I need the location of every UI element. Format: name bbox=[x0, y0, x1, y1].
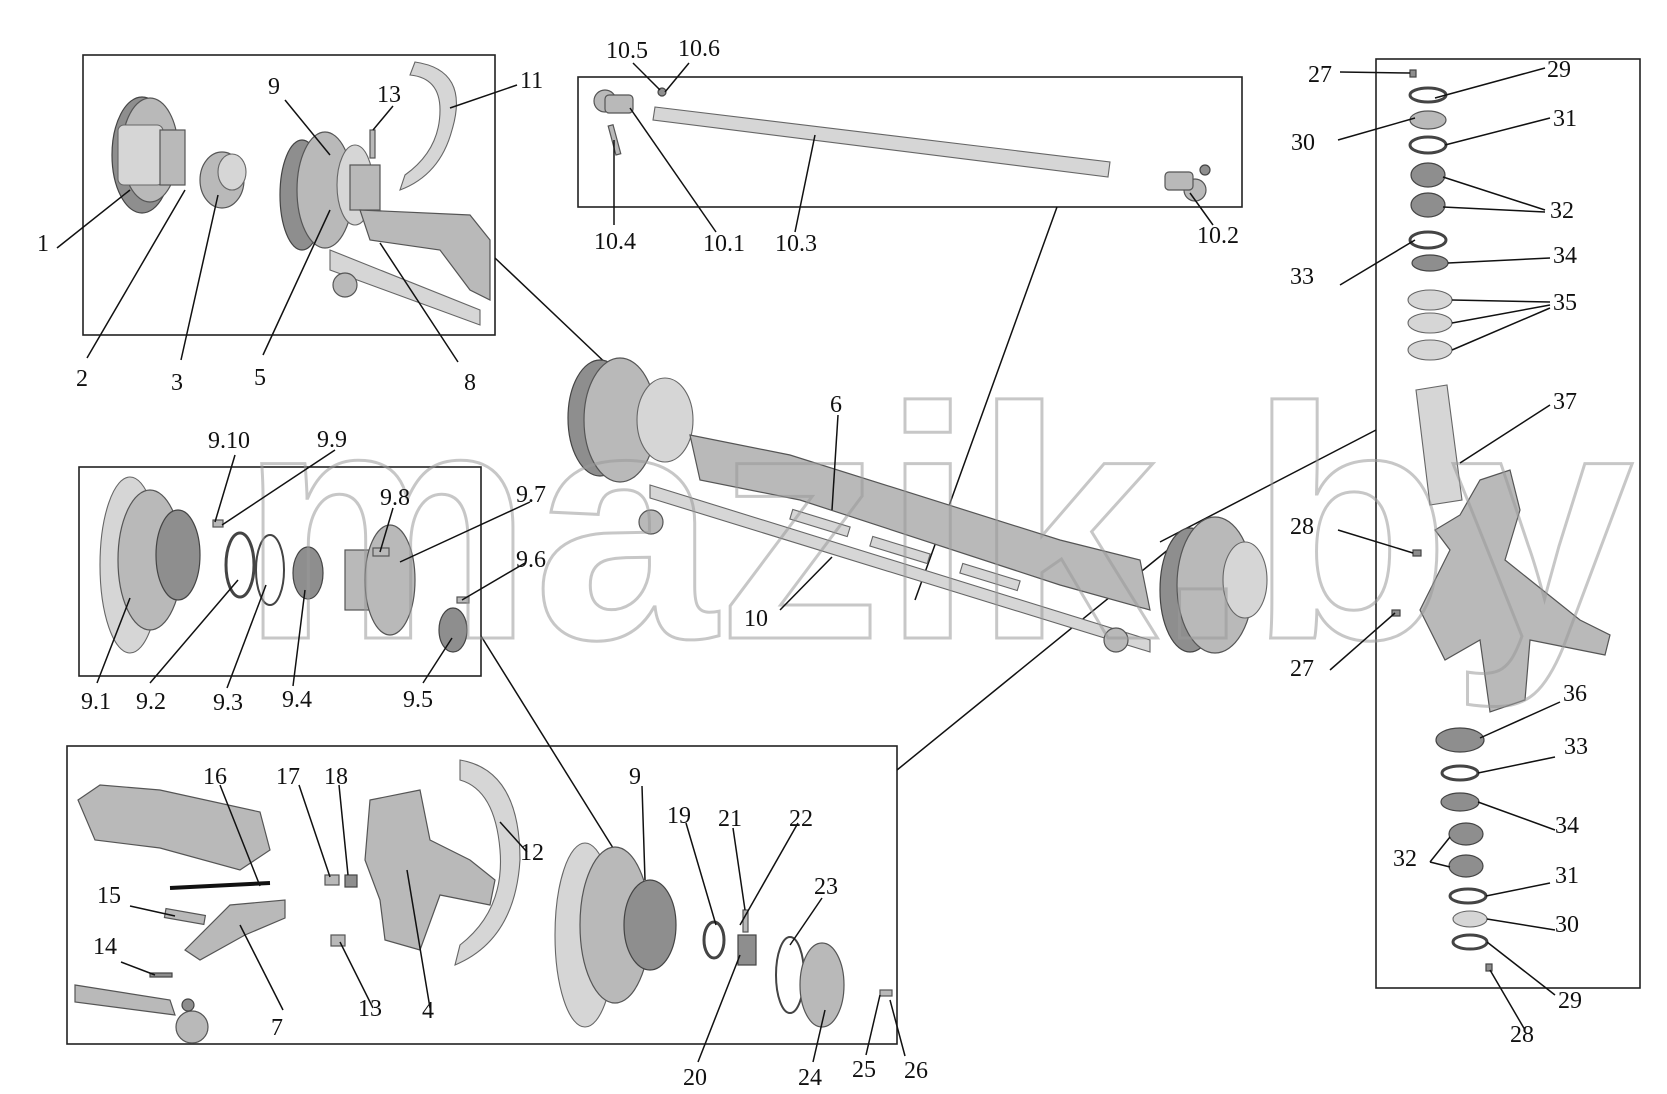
callout-13-bottom: 13 bbox=[358, 996, 382, 1022]
brake-chamber-drawing bbox=[199, 151, 247, 209]
callout-31-top: 31 bbox=[1553, 106, 1577, 132]
callout-9: 9 bbox=[268, 74, 280, 100]
callout-10.4: 10.4 bbox=[594, 229, 636, 255]
dust-shield-drawing bbox=[399, 61, 457, 191]
top-left-box bbox=[82, 54, 496, 336]
callout-10.6: 10.6 bbox=[678, 36, 720, 62]
callout-18: 18 bbox=[324, 764, 348, 790]
callout-29-bottom: 29 bbox=[1558, 988, 1582, 1014]
callout-28-bottom: 28 bbox=[1510, 1022, 1534, 1048]
callout-9.10: 9.10 bbox=[208, 428, 250, 454]
callout-36: 36 bbox=[1563, 681, 1587, 707]
callout-9.1: 9.1 bbox=[81, 689, 111, 715]
leader-lines bbox=[56, 62, 1561, 1063]
hub-with-drum-drawing bbox=[279, 131, 381, 251]
callout-19: 19 bbox=[667, 803, 691, 829]
hub-exploded-drawing bbox=[99, 476, 470, 654]
hub-box bbox=[78, 466, 482, 677]
callout-26: 26 bbox=[904, 1058, 928, 1084]
callout-12: 12 bbox=[520, 840, 544, 866]
callout-32-bottom: 32 bbox=[1393, 846, 1417, 872]
callout-34-top: 34 bbox=[1553, 243, 1577, 269]
callout-5: 5 bbox=[254, 365, 266, 391]
callout-10.2: 10.2 bbox=[1197, 223, 1239, 249]
callout-28-mid: 28 bbox=[1290, 514, 1314, 540]
bottom-box bbox=[66, 745, 898, 1045]
callout-2: 2 bbox=[76, 366, 88, 392]
callout-11: 11 bbox=[520, 68, 543, 94]
tie-rod-box bbox=[577, 76, 1243, 208]
callout-14: 14 bbox=[93, 934, 117, 960]
front-axle-assembly-drawing bbox=[567, 357, 1268, 654]
callout-9.3: 9.3 bbox=[213, 690, 243, 716]
callout-21: 21 bbox=[718, 806, 742, 832]
callout-29-top: 29 bbox=[1547, 57, 1571, 83]
callout-22: 22 bbox=[789, 806, 813, 832]
callout-6: 6 bbox=[830, 392, 842, 418]
axle-beam-end-drawing bbox=[329, 209, 491, 326]
callout-9.4: 9.4 bbox=[282, 687, 312, 713]
callout-13: 13 bbox=[377, 82, 401, 108]
callout-10.5: 10.5 bbox=[606, 38, 648, 64]
callout-16: 16 bbox=[203, 764, 227, 790]
tie-rod-drawing bbox=[593, 87, 1211, 202]
callout-37: 37 bbox=[1553, 389, 1577, 415]
callout-33-bottom: 33 bbox=[1564, 734, 1588, 760]
callout-32-top: 32 bbox=[1550, 198, 1574, 224]
callout-9-bottom: 9 bbox=[629, 764, 641, 790]
callout-30-top: 30 bbox=[1291, 130, 1315, 156]
callout-25: 25 bbox=[852, 1057, 876, 1083]
callout-10.3: 10.3 bbox=[775, 231, 817, 257]
callout-8: 8 bbox=[464, 370, 476, 396]
watermark: mazik.by bbox=[240, 339, 1636, 710]
callout-9.6: 9.6 bbox=[516, 547, 546, 573]
callout-4: 4 bbox=[422, 998, 434, 1024]
callout-27-mid: 27 bbox=[1290, 656, 1314, 682]
callout-35: 35 bbox=[1553, 290, 1577, 316]
callout-31-bottom: 31 bbox=[1555, 863, 1579, 889]
callout-9.8: 9.8 bbox=[380, 485, 410, 511]
callout-15: 15 bbox=[97, 883, 121, 909]
callout-27-top: 27 bbox=[1308, 62, 1332, 88]
callout-9.2: 9.2 bbox=[136, 689, 166, 715]
bottom-exploded-drawing bbox=[74, 759, 893, 1044]
bolt-13-drawing bbox=[369, 129, 376, 159]
callout-34-bottom: 34 bbox=[1555, 813, 1579, 839]
callout-1: 1 bbox=[37, 231, 49, 257]
callout-3: 3 bbox=[171, 370, 183, 396]
callout-10: 10 bbox=[744, 606, 768, 632]
brake-drum-assembly-drawing bbox=[111, 96, 186, 214]
callout-7: 7 bbox=[271, 1015, 283, 1041]
callout-24: 24 bbox=[798, 1065, 822, 1091]
callout-23: 23 bbox=[814, 874, 838, 900]
callout-20: 20 bbox=[683, 1065, 707, 1091]
kingpin-box bbox=[1375, 58, 1641, 989]
callout-9.7: 9.7 bbox=[516, 482, 546, 508]
callout-17: 17 bbox=[276, 764, 300, 790]
callout-33-top: 33 bbox=[1290, 264, 1314, 290]
callout-9.9: 9.9 bbox=[317, 427, 347, 453]
callout-10.1: 10.1 bbox=[703, 231, 745, 257]
callout-9.5: 9.5 bbox=[403, 687, 433, 713]
callout-30-bottom: 30 bbox=[1555, 912, 1579, 938]
callout-labels: 1 2 3 5 8 9 11 13 10.1 10.2 10.3 10.4 10… bbox=[37, 36, 1588, 1091]
